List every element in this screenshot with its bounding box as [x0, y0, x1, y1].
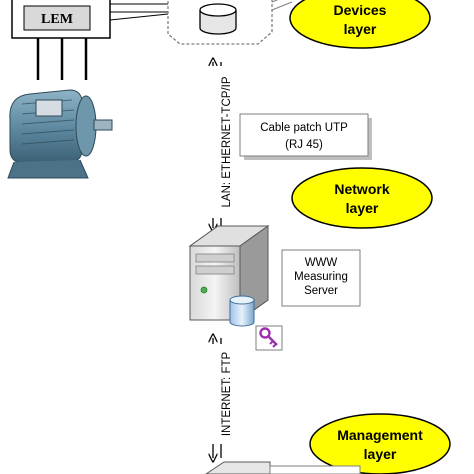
- key-icon: [255, 325, 283, 351]
- devices-layer-line1: Devices: [334, 2, 387, 18]
- network-layer-badge: Network layer: [291, 167, 433, 229]
- server-label-box: WWW Measuring Server: [281, 249, 361, 307]
- cable-note: Cable patch UTP (RJ 45): [239, 113, 372, 160]
- server-label-line1: WWW: [305, 257, 338, 269]
- lan-label: LAN: ETHERNET-TCP/IP: [221, 76, 233, 207]
- internet-link: INTERNET: FTP: [208, 338, 234, 458]
- network-layer-line2: layer: [346, 200, 379, 216]
- internet-label: INTERNET: FTP: [221, 352, 233, 437]
- server-label-line3: Server: [304, 285, 338, 297]
- tower-server-icon: [188, 225, 270, 321]
- server-label-line2: Measuring: [294, 271, 348, 283]
- network-layer-line1: Network: [334, 181, 389, 197]
- devices-layer-line2: layer: [344, 21, 377, 37]
- electric-motor-icon: [0, 82, 122, 202]
- cable-note-line1: Cable patch UTP: [260, 122, 348, 134]
- lem-label: LEM: [41, 12, 73, 27]
- management-layer-line2: layer: [364, 446, 397, 462]
- lan-link: LAN: ETHERNET-TCP/IP: [208, 62, 234, 228]
- lem-block: LEM: [11, 0, 169, 80]
- server-database-icon: [229, 295, 255, 327]
- management-layer-line1: Management: [337, 427, 423, 443]
- cable-note-line2: (RJ 45): [285, 139, 323, 151]
- management-layer-badge: Management layer: [309, 413, 451, 474]
- devices-layer-badge: Devices layer: [289, 0, 431, 49]
- management-device: [205, 461, 361, 474]
- measuring-device: [167, 0, 293, 45]
- database-icon: [199, 3, 237, 35]
